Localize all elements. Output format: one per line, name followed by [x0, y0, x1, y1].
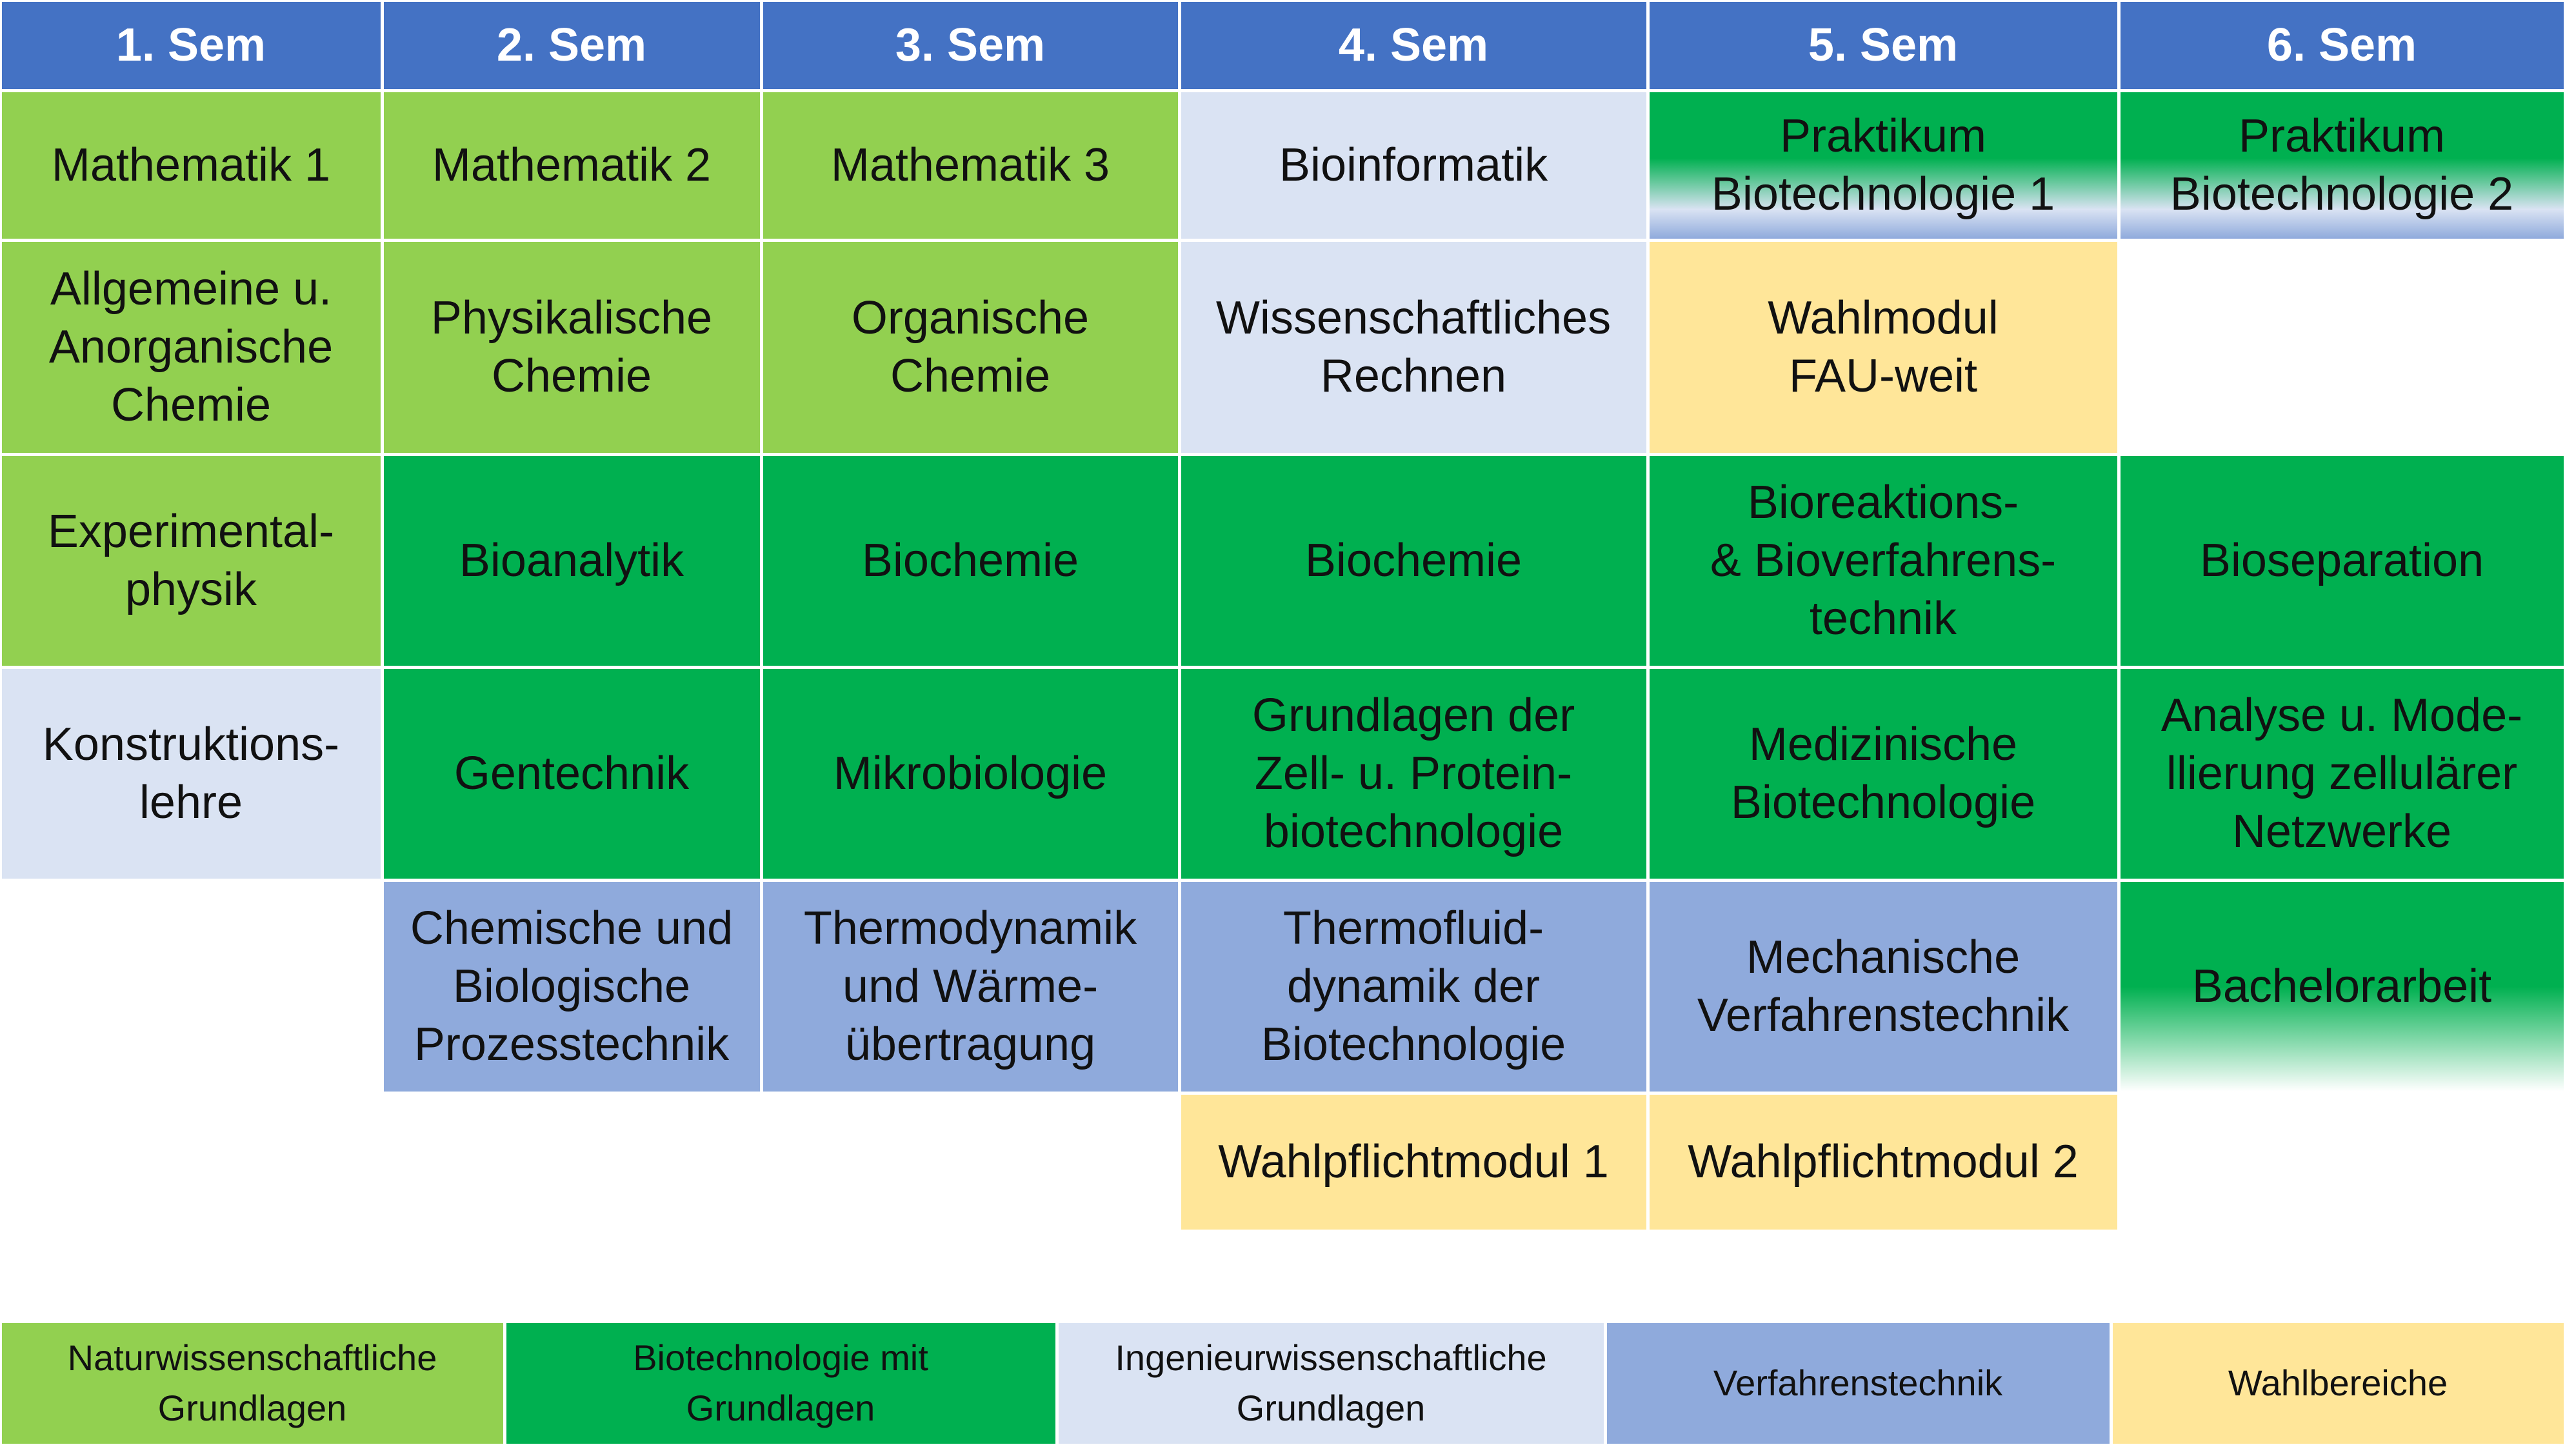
semester-header-2: 2. Sem — [383, 1, 760, 89]
semester-header-5-label: 5. Sem — [1808, 19, 1959, 71]
module-wahlpflichtmodul-2-sem5: Wahlpflichtmodul 2 — [1649, 1094, 2117, 1230]
module-konstruktions-lehre-sem1-label: Konstruktions- lehre — [42, 719, 340, 828]
module-wissenschaftliches-rechnen-sem4: Wissenschaftliches Rechnen — [1181, 241, 1646, 453]
semester-header-2-label: 2. Sem — [496, 19, 647, 71]
module-physikalische-chemie-sem2: Physikalische Chemie — [383, 241, 760, 453]
module-mathematik-1-sem1: Mathematik 1 — [1, 92, 381, 239]
module-praktikum-biotechnologie-1-sem5-label: Praktikum Biotechnologie 1 — [1711, 110, 2055, 220]
module-bioseparation-sem6-label: Bioseparation — [2199, 535, 2484, 586]
legend-wahlbereiche: Wahlbereiche — [2112, 1322, 2564, 1444]
module-bioinformatik-sem4-label: Bioinformatik — [1279, 139, 1548, 191]
module-allgemeine-u-anorganische-chemie-sem1: Allgemeine u. Anorganische Chemie — [1, 241, 381, 453]
module-bioanalytik-sem2: Bioanalytik — [383, 455, 760, 666]
module-wahlmodul-fau-weit-sem5: Wahlmodul FAU-weit — [1649, 241, 2117, 453]
semester-header-3-label: 3. Sem — [895, 19, 1046, 71]
module-experimental-physik-sem1-label: Experimental- physik — [47, 506, 335, 615]
module-wahlmodul-fau-weit-sem5-label: Wahlmodul FAU-weit — [1768, 292, 1999, 402]
legend-verfahrenstechnik: Verfahrenstechnik — [1606, 1322, 2110, 1444]
module-mathematik-2-sem2: Mathematik 2 — [383, 92, 760, 239]
semester-header-1-label: 1. Sem — [115, 19, 266, 71]
semester-header-6: 6. Sem — [2120, 1, 2564, 89]
legend-naturwissenschaftliche-grundlagen: Naturwissenschaftliche Grundlagen — [1, 1322, 503, 1444]
module-gentechnik-sem2-label: Gentechnik — [454, 748, 690, 799]
module-allgemeine-u-anorganische-chemie-sem1-label: Allgemeine u. Anorganische Chemie — [48, 263, 334, 431]
module-medizinische-biotechnologie-sem5: Medizinische Biotechnologie — [1649, 668, 2117, 879]
module-wahlpflichtmodul-1-sem4-label: Wahlpflichtmodul 1 — [1218, 1136, 1609, 1188]
module-bachelorarbeit-sem6-label: Bachelorarbeit — [2191, 961, 2492, 1012]
module-biochemie-sem4-label: Biochemie — [1304, 535, 1522, 586]
semester-header-4-label: 4. Sem — [1338, 19, 1489, 71]
module-experimental-physik-sem1: Experimental- physik — [1, 455, 381, 666]
module-grundlagen-der-zell-u-protein-biotechnologie-sem4: Grundlagen der Zell- u. Protein- biotech… — [1181, 668, 1646, 879]
module-grundlagen-der-zell-u-protein-biotechnologie-sem4-label: Grundlagen der Zell- u. Protein- biotech… — [1252, 690, 1575, 857]
module-biochemie-sem3: Biochemie — [763, 455, 1178, 666]
module-konstruktions-lehre-sem1: Konstruktions- lehre — [1, 668, 381, 879]
module-biochemie-sem4: Biochemie — [1181, 455, 1646, 666]
legend-biotechnologie-mit-grundlagen: Biotechnologie mit Grundlagen — [506, 1322, 1055, 1444]
module-thermodynamik-und-waerme-uebertragung-sem3: Thermodynamik und Wärme- übertragung — [763, 881, 1178, 1092]
module-chemische-und-biologische-prozesstechnik-sem2: Chemische und Biologische Prozesstechnik — [383, 881, 760, 1092]
module-wahlpflichtmodul-2-sem5-label: Wahlpflichtmodul 2 — [1688, 1136, 2079, 1188]
module-thermofluid-dynamik-der-biotechnologie-sem4: Thermofluid- dynamik der Biotechnologie — [1181, 881, 1646, 1092]
module-mechanische-verfahrenstechnik-sem5: Mechanische Verfahrenstechnik — [1649, 881, 2117, 1092]
module-praktikum-biotechnologie-2-sem6: Praktikum Biotechnologie 2 — [2120, 92, 2564, 239]
module-thermodynamik-und-waerme-uebertragung-sem3-label: Thermodynamik und Wärme- übertragung — [803, 903, 1137, 1070]
module-analyse-u-mode-llierung-zellulaerer-netzwerke-sem6-label: Analyse u. Mode- llierung zellulärer Net… — [2161, 690, 2523, 857]
legend-wahlbereiche-label: Wahlbereiche — [2228, 1362, 2448, 1403]
semester-header-3: 3. Sem — [763, 1, 1178, 89]
legend-ingenieurwissenschaftliche-grundlagen-label: Ingenieurwissenschaftliche Grundlagen — [1115, 1337, 1547, 1428]
module-physikalische-chemie-sem2-label: Physikalische Chemie — [430, 292, 713, 402]
module-thermofluid-dynamik-der-biotechnologie-sem4-label: Thermofluid- dynamik der Biotechnologie — [1261, 903, 1566, 1070]
module-mikrobiologie-sem3-label: Mikrobiologie — [833, 748, 1108, 799]
module-bioanalytik-sem2-label: Bioanalytik — [459, 535, 684, 586]
module-bioreaktions-bioverfahrens-technik-sem5-label: Bioreaktions- & Bioverfahrens- technik — [1710, 477, 2057, 644]
legend-biotechnologie-mit-grundlagen-label: Biotechnologie mit Grundlagen — [633, 1337, 928, 1428]
module-organische-chemie-sem3: Organische Chemie — [763, 241, 1178, 453]
module-gentechnik-sem2: Gentechnik — [383, 668, 760, 879]
module-bachelorarbeit-sem6: Bachelorarbeit — [2120, 881, 2564, 1092]
module-biochemie-sem3-label: Biochemie — [861, 535, 1079, 586]
module-wahlpflichtmodul-1-sem4: Wahlpflichtmodul 1 — [1181, 1094, 1646, 1230]
module-bioinformatik-sem4: Bioinformatik — [1181, 92, 1646, 239]
semester-header-1: 1. Sem — [1, 1, 381, 89]
legend-ingenieurwissenschaftliche-grundlagen: Ingenieurwissenschaftliche Grundlagen — [1058, 1322, 1604, 1444]
module-mechanische-verfahrenstechnik-sem5-label: Mechanische Verfahrenstechnik — [1697, 932, 2070, 1041]
module-mathematik-2-sem2-label: Mathematik 2 — [432, 139, 712, 191]
module-praktikum-biotechnologie-1-sem5: Praktikum Biotechnologie 1 — [1649, 92, 2117, 239]
module-mathematik-3-sem3-label: Mathematik 3 — [830, 139, 1110, 191]
semester-header-5: 5. Sem — [1649, 1, 2117, 89]
module-analyse-u-mode-llierung-zellulaerer-netzwerke-sem6: Analyse u. Mode- llierung zellulärer Net… — [2120, 668, 2564, 879]
module-wissenschaftliches-rechnen-sem4-label: Wissenschaftliches Rechnen — [1215, 292, 1612, 402]
module-bioreaktions-bioverfahrens-technik-sem5: Bioreaktions- & Bioverfahrens- technik — [1649, 455, 2117, 666]
semester-header-6-label: 6. Sem — [2266, 19, 2417, 71]
module-medizinische-biotechnologie-sem5-label: Medizinische Biotechnologie — [1730, 719, 2036, 828]
semester-header-4: 4. Sem — [1181, 1, 1646, 89]
module-bioseparation-sem6: Bioseparation — [2120, 455, 2564, 666]
module-praktikum-biotechnologie-2-sem6-label: Praktikum Biotechnologie 2 — [2170, 110, 2514, 220]
module-chemische-und-biologische-prozesstechnik-sem2-label: Chemische und Biologische Prozesstechnik — [410, 903, 734, 1070]
module-mathematik-1-sem1-label: Mathematik 1 — [51, 139, 331, 191]
module-mikrobiologie-sem3: Mikrobiologie — [763, 668, 1178, 879]
legend-naturwissenschaftliche-grundlagen-label: Naturwissenschaftliche Grundlagen — [67, 1337, 437, 1428]
legend-verfahrenstechnik-label: Verfahrenstechnik — [1713, 1362, 2003, 1403]
module-organische-chemie-sem3-label: Organische Chemie — [851, 292, 1090, 402]
module-mathematik-3-sem3: Mathematik 3 — [763, 92, 1178, 239]
